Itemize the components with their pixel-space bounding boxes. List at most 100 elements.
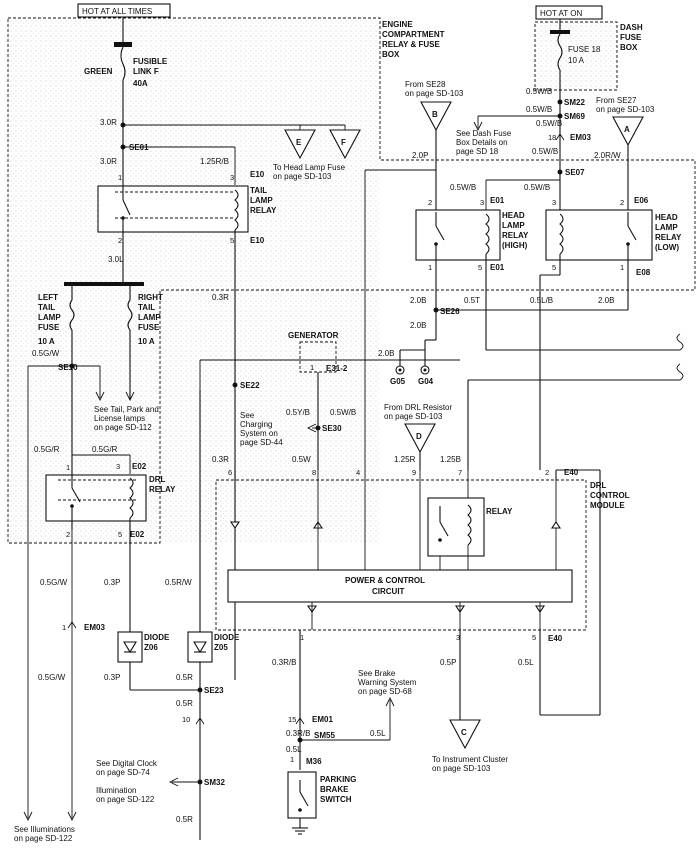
svg-text:1: 1 (620, 263, 624, 272)
ref-brake-warning: See Brake (358, 669, 396, 678)
svg-text:9: 9 (412, 468, 416, 477)
svg-text:HEAD: HEAD (502, 211, 525, 220)
svg-text:License lamps: License lamps (94, 414, 145, 423)
ref-drl-resistor: From DRL Resistor (384, 403, 452, 412)
svg-text:0.5W/B: 0.5W/B (524, 183, 550, 192)
svg-text:1: 1 (300, 633, 304, 642)
svg-text:0.5W/B: 0.5W/B (330, 408, 356, 417)
svg-text:E10: E10 (250, 236, 265, 245)
svg-text:3: 3 (552, 198, 556, 207)
svg-text:0.5R: 0.5R (176, 815, 193, 824)
svg-text:CONTROL: CONTROL (590, 491, 630, 500)
svg-text:0.3R/B: 0.3R/B (272, 658, 296, 667)
svg-text:RIGHT: RIGHT (138, 293, 163, 302)
svg-text:10 A: 10 A (38, 337, 55, 346)
ref-head-lamp-fuse: To Head Lamp Fuse (273, 163, 346, 172)
svg-text:FUSE: FUSE (38, 323, 60, 332)
svg-text:E02: E02 (130, 530, 145, 539)
offpage-connector-c: C (449, 719, 481, 750)
svg-text:GREEN: GREEN (84, 67, 113, 76)
svg-text:0.5L: 0.5L (286, 745, 302, 754)
svg-text:E: E (296, 138, 302, 147)
ref-charging-system: See (240, 411, 255, 420)
svg-text:0.5W/B: 0.5W/B (526, 105, 552, 114)
svg-text:G05: G05 (390, 377, 406, 386)
svg-text:EM03: EM03 (84, 623, 105, 632)
svg-text:0.5G/W: 0.5G/W (32, 349, 60, 358)
svg-text:1.25R: 1.25R (394, 455, 416, 464)
ref-instrument-cluster: To Instrument Cluster (432, 755, 508, 764)
svg-text:DIODE: DIODE (214, 633, 240, 642)
offpage-connector-e: E (284, 129, 316, 160)
svg-text:E40: E40 (548, 634, 563, 643)
svg-text:RELAY & FUSE: RELAY & FUSE (382, 40, 440, 49)
svg-text:0.5R: 0.5R (176, 673, 193, 682)
svg-text:G04: G04 (418, 377, 434, 386)
connector-se22: SE22 (240, 381, 260, 390)
svg-text:0.3R: 0.3R (212, 293, 229, 302)
connector-se10: SE10 (58, 363, 78, 372)
svg-text:FUSE: FUSE (138, 323, 160, 332)
svg-text:5: 5 (532, 633, 536, 642)
connector-em01: EM01 (312, 715, 333, 724)
svg-text:0.5G/W: 0.5G/W (40, 578, 68, 587)
dash-fuse-box: DASH FUSE BOX (534, 21, 643, 91)
svg-text:10 A: 10 A (138, 337, 155, 346)
svg-text:E06: E06 (634, 196, 649, 205)
svg-text:on page SD-103: on page SD-103 (384, 412, 443, 421)
svg-text:10: 10 (182, 715, 190, 724)
svg-text:0.5W/B: 0.5W/B (450, 183, 476, 192)
svg-text:on page SD-122: on page SD-122 (14, 834, 73, 843)
svg-text:LAMP: LAMP (250, 196, 273, 205)
svg-text:0.5W: 0.5W (292, 455, 311, 464)
ground-g04: G04 (418, 365, 434, 386)
svg-text:0.5Y/B: 0.5Y/B (286, 408, 310, 417)
svg-text:15: 15 (288, 715, 296, 724)
svg-text:BOX: BOX (382, 50, 400, 59)
svg-text:0.5L: 0.5L (370, 729, 386, 738)
svg-text:0.5T: 0.5T (464, 296, 480, 305)
hot-at-on-header: HOT AT ON (535, 5, 603, 20)
hot-at-all-times-header: HOT AT ALL TIMES (77, 3, 171, 18)
svg-text:FUSE: FUSE (620, 33, 642, 42)
svg-text:3.0R: 3.0R (100, 157, 117, 166)
svg-text:3: 3 (116, 462, 120, 471)
svg-text:0.5W/B: 0.5W/B (532, 147, 558, 156)
svg-text:0.5W/B: 0.5W/B (526, 87, 552, 96)
svg-text:0.5L: 0.5L (518, 658, 534, 667)
svg-text:0.3R: 0.3R (212, 455, 229, 464)
svg-text:1: 1 (310, 363, 314, 372)
svg-text:0.3P: 0.3P (104, 578, 120, 587)
svg-text:D: D (416, 432, 422, 441)
connector-sm69: SM69 (564, 112, 585, 121)
svg-text:EM03: EM03 (570, 133, 591, 142)
svg-text:FUSIBLE: FUSIBLE (133, 57, 168, 66)
svg-text:0.5W/B: 0.5W/B (536, 119, 562, 128)
svg-text:RELAY: RELAY (149, 485, 176, 494)
svg-text:2: 2 (545, 468, 549, 477)
svg-text:0.3P: 0.3P (104, 673, 120, 682)
svg-text:1: 1 (290, 755, 294, 764)
svg-text:2.0B: 2.0B (378, 349, 394, 358)
svg-text:0.5R/W: 0.5R/W (165, 578, 192, 587)
svg-text:Charging: Charging (240, 420, 272, 429)
svg-text:0.5L/B: 0.5L/B (530, 296, 553, 305)
svg-text:5: 5 (230, 236, 234, 245)
svg-text:2.0B: 2.0B (410, 296, 426, 305)
svg-text:page SD 18: page SD 18 (456, 147, 499, 156)
svg-text:MODULE: MODULE (590, 501, 625, 510)
svg-text:on page SD-103: on page SD-103 (596, 105, 655, 114)
right-tail-lamp-fuse: RIGHT TAIL LAMP FUSE 10 A (127, 286, 163, 400)
svg-text:TAIL: TAIL (38, 303, 55, 312)
connector-sm22: SM22 (564, 98, 585, 107)
svg-text:3: 3 (230, 173, 234, 182)
svg-text:FUSE 18: FUSE 18 (568, 45, 601, 54)
diode-z06: DIODE Z06 (117, 631, 170, 663)
svg-text:System on: System on (240, 429, 278, 438)
svg-text:7: 7 (458, 468, 462, 477)
svg-text:6: 6 (228, 468, 232, 477)
svg-text:0.5R: 0.5R (176, 699, 193, 708)
svg-text:F: F (341, 138, 346, 147)
svg-text:Z06: Z06 (144, 643, 158, 652)
svg-text:5: 5 (478, 263, 482, 272)
